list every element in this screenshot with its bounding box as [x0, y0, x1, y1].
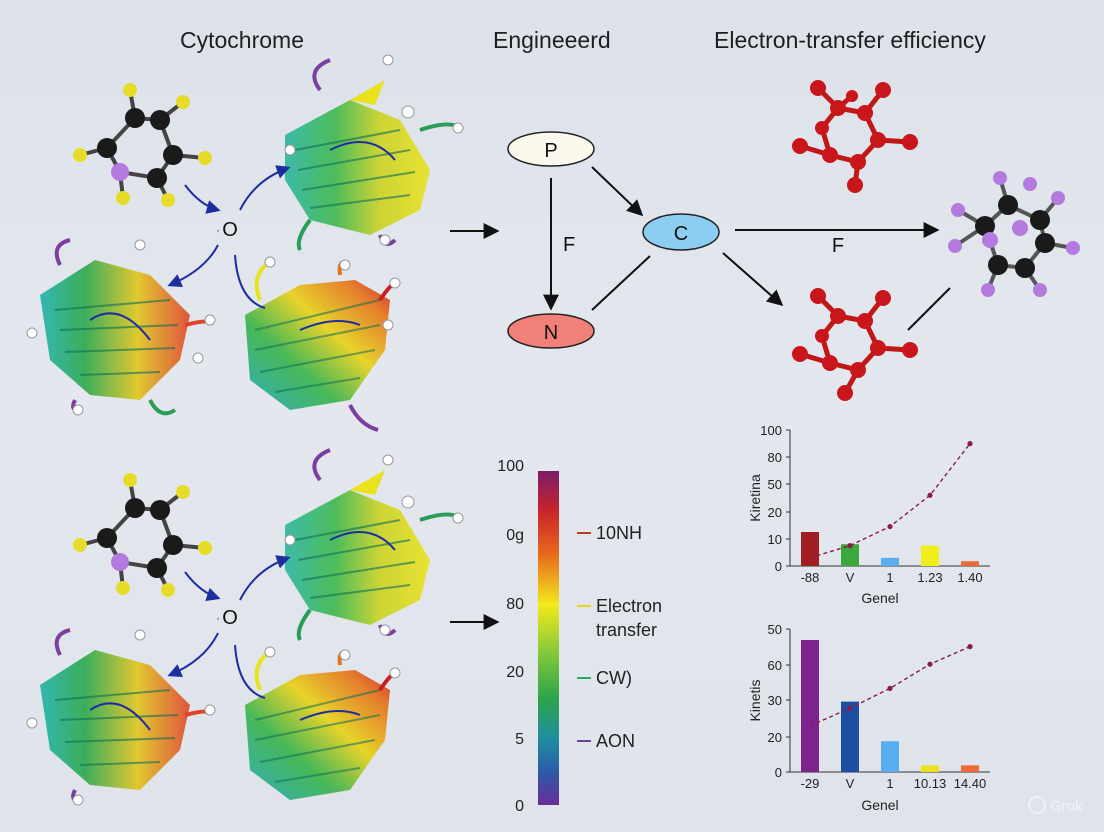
x-tick-label: 10.13: [914, 776, 947, 791]
node-c: [642, 213, 720, 251]
edge-n-c: [591, 255, 651, 311]
bar: [881, 741, 899, 772]
hub-bottom-label: O: [222, 607, 238, 629]
grok-logo-icon: [1028, 796, 1046, 814]
colorbar-tick: 100: [497, 458, 524, 475]
y-axis-title: Kinetis: [747, 679, 763, 721]
x-tick-label: 1.23: [917, 570, 942, 585]
trend-line: [809, 645, 971, 727]
y-tick-label: 50: [768, 622, 782, 637]
protein-ribbon-bottom-right: [284, 448, 464, 641]
bar: [841, 544, 859, 566]
node-n-label: N: [544, 322, 558, 344]
y-tick-label: 20: [768, 730, 782, 745]
colorbar-tick: 20: [506, 664, 524, 681]
x-tick-label: 14.40: [954, 776, 987, 791]
bar: [801, 640, 819, 772]
y-tick-label: 0: [775, 559, 782, 574]
red-molecule-middle: [792, 288, 918, 401]
product-molecule: [948, 171, 1080, 297]
watermark-text: Grok: [1050, 798, 1083, 815]
x-tick-label: 1.40: [957, 570, 982, 585]
colorbar-tick: 0: [515, 798, 524, 815]
hub-bottom: O ·: [167, 555, 291, 699]
y-tick-label: 80: [768, 450, 782, 465]
bar: [921, 765, 939, 772]
trend-point: [967, 644, 973, 650]
red-molecule-top: [792, 80, 918, 193]
hub-bottom-dot: ·: [216, 611, 220, 625]
y-tick-label: 50: [768, 477, 782, 492]
x-axis-title: Genel: [861, 797, 898, 813]
node-c-label: C: [674, 223, 688, 245]
x-tick-label: 1: [886, 776, 893, 791]
legend-cw: CW): [596, 668, 632, 688]
trend-point: [887, 523, 893, 530]
x-tick-label: V: [846, 776, 855, 791]
heading-cytochrome: Cytochrome: [180, 27, 304, 53]
edge-ring-product: [907, 287, 951, 331]
edge-c-product-label: F: [832, 235, 844, 257]
y-tick-label: 30: [768, 693, 782, 708]
bar: [961, 765, 979, 772]
heading-engineered: Engineeerd: [493, 27, 611, 53]
x-tick-label: -29: [801, 776, 820, 791]
y-tick-label: 0: [775, 765, 782, 780]
y-tick-label: 100: [760, 423, 782, 438]
flow-diagram: P C N F F: [507, 131, 951, 349]
bar: [921, 545, 939, 566]
x-tick-label: 1: [886, 570, 893, 585]
y-tick-label: 20: [768, 505, 782, 520]
bar: [841, 701, 859, 772]
y-tick-label: 10: [768, 532, 782, 547]
hub-top: O ·: [167, 165, 291, 309]
heading-efficiency: Electron-transfer efficiency: [714, 27, 986, 53]
x-axis-title: Genel: [861, 590, 898, 606]
bar: [801, 532, 819, 566]
hub-top-dot: ·: [216, 223, 220, 237]
protein-ribbon-bottom-center: [245, 646, 401, 800]
node-n: [507, 313, 595, 349]
trend-point: [847, 705, 853, 711]
bar: [961, 561, 979, 566]
edge-p-n-label: F: [563, 234, 575, 256]
colorbar-tick: 0g: [506, 527, 524, 544]
bar: [881, 557, 899, 566]
protein-ribbon-bottom-left: [26, 628, 216, 806]
edge-c-ring: [722, 252, 784, 307]
x-tick-label: -88: [801, 570, 820, 585]
node-p-label: P: [544, 140, 557, 162]
node-p: [507, 131, 595, 167]
x-tick-label: V: [846, 570, 855, 585]
protein-ribbon-top-center: [245, 256, 401, 432]
trend-point: [887, 685, 893, 692]
hub-top-label: O: [222, 219, 238, 241]
edge-p-c: [591, 166, 644, 217]
trend-point: [927, 661, 933, 667]
protein-ribbon-top-right: [284, 54, 464, 251]
watermark: Grok: [1028, 796, 1083, 815]
colorbar-tick: 5: [515, 731, 524, 748]
ring-molecule-top: [73, 83, 212, 207]
trend-point: [967, 441, 973, 447]
protein-ribbon-top-left: [26, 238, 216, 416]
colorbar-tick: 80: [506, 596, 524, 613]
legend-aon: AON: [596, 731, 635, 751]
colorbar-gradient: [538, 471, 559, 805]
y-axis-title: Kiretina: [747, 474, 763, 522]
trend-point: [847, 543, 853, 549]
trend-point: [927, 492, 933, 498]
ring-molecule-bottom: [73, 473, 212, 597]
y-tick-label: 60: [768, 658, 782, 673]
legend-10nh: 10NH: [596, 523, 642, 543]
trend-line: [809, 443, 971, 559]
